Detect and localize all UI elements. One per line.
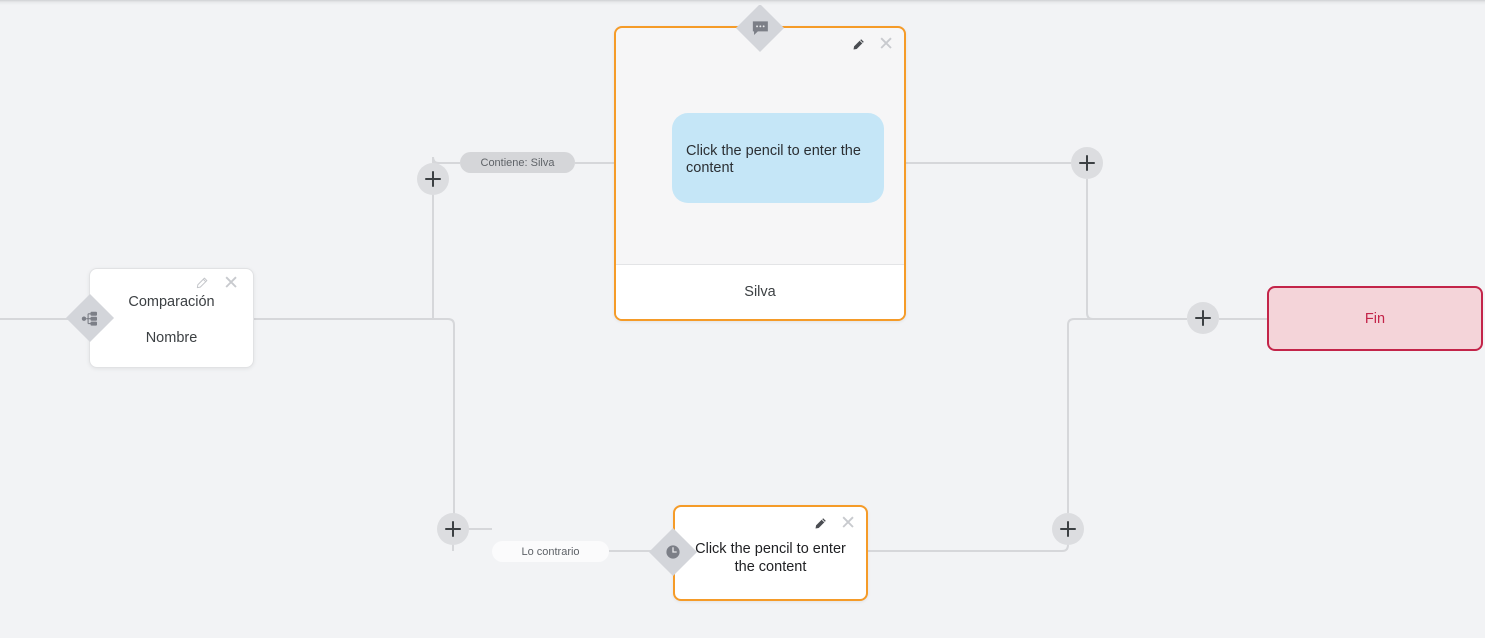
message-node-handle[interactable] <box>735 3 785 53</box>
end-node[interactable]: Fin <box>1267 286 1483 351</box>
close-icon[interactable]: ✕ <box>878 34 894 55</box>
message-node-footer: Silva <box>616 264 904 319</box>
sitemap-icon <box>81 311 99 326</box>
message-node-footer-label: Silva <box>744 284 776 300</box>
end-node-label: Fin <box>1364 310 1386 327</box>
message-bubble-text: Click the pencil to enter the content <box>686 143 861 176</box>
comparison-node[interactable]: ✕ Comparación Nombre <box>89 268 254 368</box>
message-node-actions: ✕ <box>851 35 894 54</box>
add-node-before-end-button[interactable] <box>1187 302 1219 334</box>
comparison-title-line1: Comparación <box>128 294 215 310</box>
add-node-after-message-button[interactable] <box>1071 147 1103 179</box>
message-node-2-actions: ✕ <box>813 514 856 533</box>
pencil-icon[interactable] <box>813 517 827 531</box>
message-bubble[interactable]: Click the pencil to enter the content <box>672 113 884 203</box>
comparison-title-line2: Nombre <box>145 329 198 346</box>
chat-bubble-icon <box>752 20 769 36</box>
edge-merge-bottom-to-end <box>1067 318 1187 513</box>
add-node-after-message-2-button[interactable] <box>1052 513 1084 545</box>
pencil-icon[interactable] <box>195 277 208 290</box>
comparison-node-handle[interactable] <box>65 293 115 343</box>
add-node-false-branch-button[interactable] <box>437 513 469 545</box>
edge-merge-top-to-end <box>1086 179 1187 320</box>
message-node[interactable]: ✕ Click the pencil to enter the content … <box>614 26 906 321</box>
edge-false-branch <box>254 318 492 530</box>
edge-message2-to-merge-bottom <box>868 529 1069 552</box>
add-node-true-branch-button[interactable] <box>417 163 449 195</box>
edge-label-false-branch[interactable]: Lo contrario <box>492 541 609 562</box>
close-icon[interactable]: ✕ <box>223 273 239 294</box>
message-node-2-placeholder: Click the pencil to enter the content <box>695 541 846 575</box>
message-node-2[interactable]: ✕ Click the pencil to enter the content <box>673 505 868 601</box>
comparison-node-actions: ✕ <box>195 274 239 293</box>
clock-icon <box>665 544 681 560</box>
message-node-2-handle[interactable] <box>648 527 698 577</box>
pencil-icon[interactable] <box>851 38 865 52</box>
close-icon[interactable]: ✕ <box>840 513 856 534</box>
comparison-node-title: Comparación Nombre <box>90 269 253 345</box>
top-edge-shadow <box>0 0 1485 5</box>
edge-label-true-branch[interactable]: Contiene: Silva <box>460 152 575 173</box>
